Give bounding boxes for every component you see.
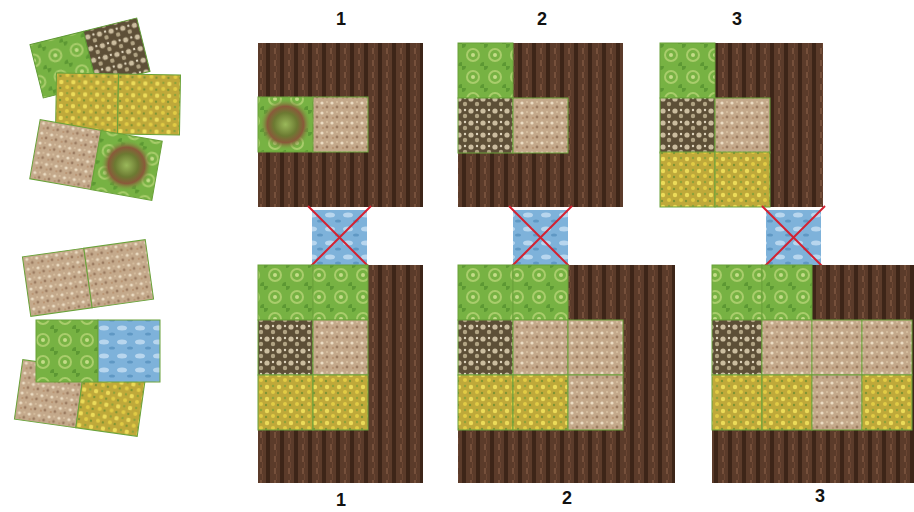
board-after-part [458, 375, 513, 430]
board-before-part [258, 43, 423, 207]
forbidden-water-tile-part [509, 206, 572, 269]
loose-tiles-part [36, 320, 160, 382]
board-after-part [258, 320, 313, 375]
board-after-part [762, 320, 812, 375]
panel-number: 1 [336, 491, 346, 509]
board-after-part [862, 320, 912, 375]
board-after-part [458, 320, 513, 375]
board-before-part [458, 43, 513, 98]
board-before-part [458, 98, 513, 153]
board-after-part [513, 320, 568, 375]
board-before [660, 43, 823, 207]
board-after-part [762, 375, 812, 430]
loose-tiles-part [98, 320, 160, 382]
forbidden-water-tile-part [762, 206, 825, 269]
loose-tiles-part [84, 240, 154, 308]
loose-tiles [14, 240, 160, 437]
board-before-part [715, 98, 770, 153]
board-before-part [313, 97, 368, 152]
forbidden-water-tile-part [762, 206, 825, 269]
board-after-part [313, 375, 368, 430]
board-before-part [715, 152, 770, 207]
board-after-part [458, 265, 513, 320]
loose-tiles-part [22, 248, 92, 316]
forbidden-water-tile [762, 206, 825, 269]
board-after-part [258, 265, 313, 320]
board-before-part [660, 43, 823, 207]
board-after-part [568, 320, 623, 375]
board-before-part [458, 43, 623, 207]
loose-tiles-part [117, 74, 180, 135]
board-after-part [712, 375, 762, 430]
board-after-part [458, 265, 675, 483]
board-after [258, 265, 423, 483]
board-after-part [862, 375, 912, 430]
loose-tiles-part [36, 320, 98, 382]
board-after-part [258, 265, 423, 483]
loose-tiles-part [91, 130, 162, 200]
board-after-part [313, 265, 368, 320]
loose-tiles-part [22, 240, 153, 317]
loose-tiles-part [30, 120, 163, 201]
forbidden-water-tile [308, 206, 371, 269]
board-after-part [812, 375, 862, 430]
panel-number: 3 [732, 10, 742, 28]
panel-number: 1 [336, 10, 346, 28]
panel-number: 3 [815, 487, 825, 505]
board-after-part [313, 320, 368, 375]
board-before-part [660, 98, 715, 153]
board-after [712, 265, 914, 483]
forbidden-water-tile-part [509, 206, 572, 269]
board-before-part [660, 152, 715, 207]
forbidden-water-tile-part [308, 206, 371, 269]
board-before-part [260, 99, 312, 151]
forbidden-water-tile [509, 206, 572, 269]
board-before [458, 43, 623, 207]
board-after-part [513, 375, 568, 430]
panel-number: 2 [562, 489, 572, 507]
board-after-part [712, 265, 762, 320]
panel-number: 2 [537, 10, 547, 28]
board-after [458, 265, 675, 483]
board-after-part [513, 265, 568, 320]
board-before-part [513, 98, 568, 153]
board-before [258, 43, 423, 207]
board-before-part [660, 43, 715, 98]
board-after-part [258, 375, 313, 430]
board-after-part [712, 320, 762, 375]
board-after-part [712, 265, 914, 483]
board-before-part [258, 97, 313, 152]
loose-tiles-part [30, 120, 101, 190]
board-after-part [568, 375, 623, 430]
board-after-part [812, 320, 862, 375]
loose-tiles-part [96, 135, 156, 195]
loose-tiles [30, 18, 181, 200]
forbidden-water-tile-part [308, 206, 371, 269]
board-after-part [762, 265, 812, 320]
